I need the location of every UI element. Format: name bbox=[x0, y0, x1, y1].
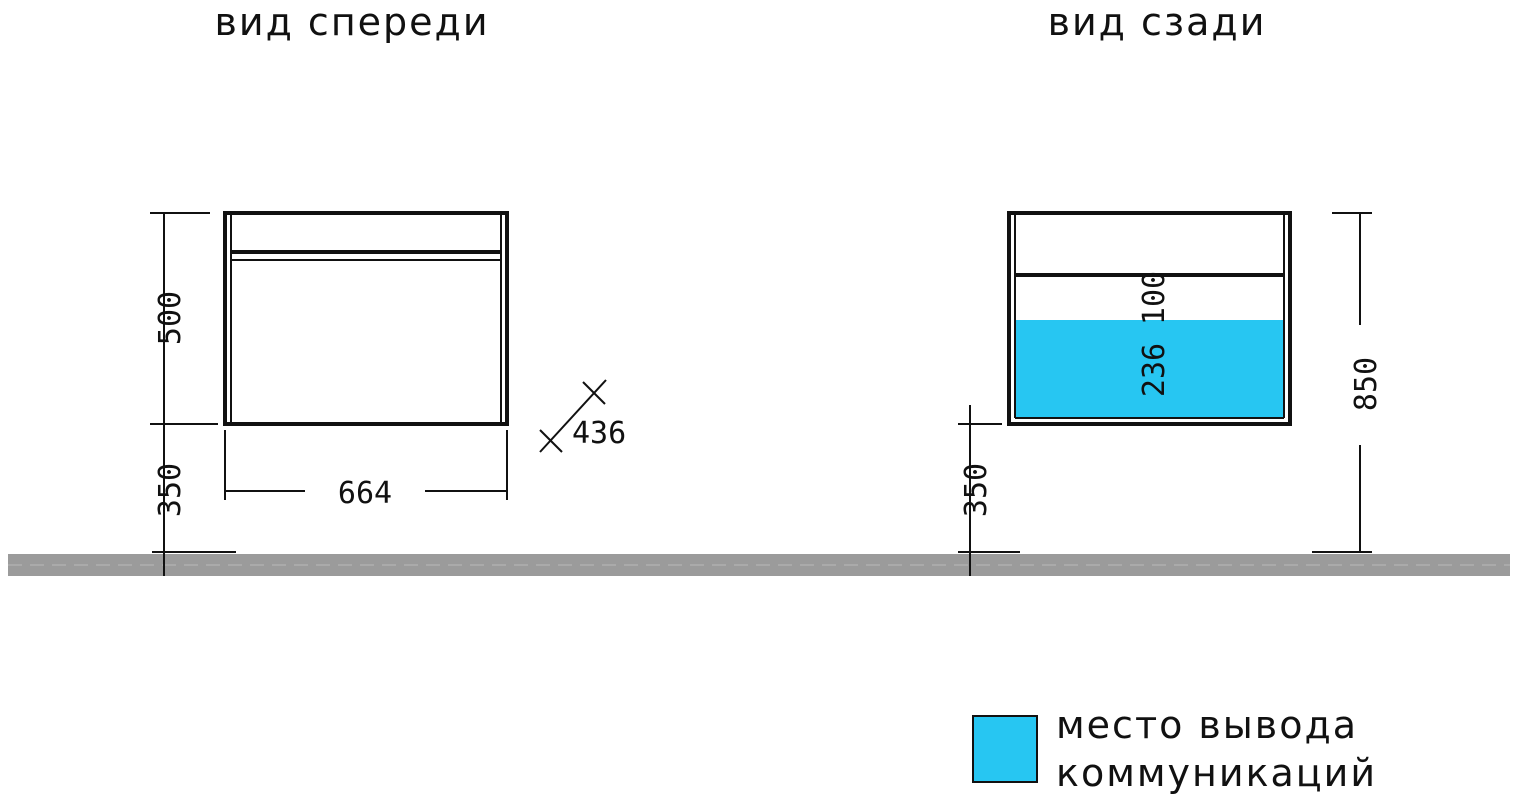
front-floor-gap-label: 350 bbox=[153, 463, 188, 517]
front-width-label: 664 bbox=[338, 476, 392, 511]
depth-tick-lower bbox=[539, 429, 563, 453]
back-total-height-label: 850 bbox=[1349, 357, 1384, 411]
legend-line-2: коммуникаций bbox=[1056, 751, 1377, 795]
back-view-title: вид сзади bbox=[1048, 0, 1267, 44]
legend-swatch bbox=[972, 715, 1038, 783]
back-view: 100 236 350 850 bbox=[958, 211, 1384, 576]
front-height-label: 500 bbox=[153, 291, 188, 345]
outlet-zone bbox=[1015, 320, 1283, 418]
depth-tick-upper bbox=[582, 381, 606, 405]
legend-line-1: место вывода bbox=[1056, 703, 1358, 747]
back-cabinet-outline bbox=[1007, 211, 1292, 426]
front-cabinet-outline bbox=[223, 211, 509, 426]
front-depth-label: 436 bbox=[572, 416, 626, 451]
legend: место вывода коммуникаций bbox=[972, 703, 1377, 795]
front-view-title: вид спереди bbox=[214, 0, 489, 44]
back-floor-gap-label: 350 bbox=[959, 463, 994, 517]
back-outlet-zone-label: 236 bbox=[1137, 343, 1172, 397]
front-view: 500 350 664 436 bbox=[150, 211, 626, 576]
back-top-zone-label: 100 bbox=[1137, 271, 1172, 325]
